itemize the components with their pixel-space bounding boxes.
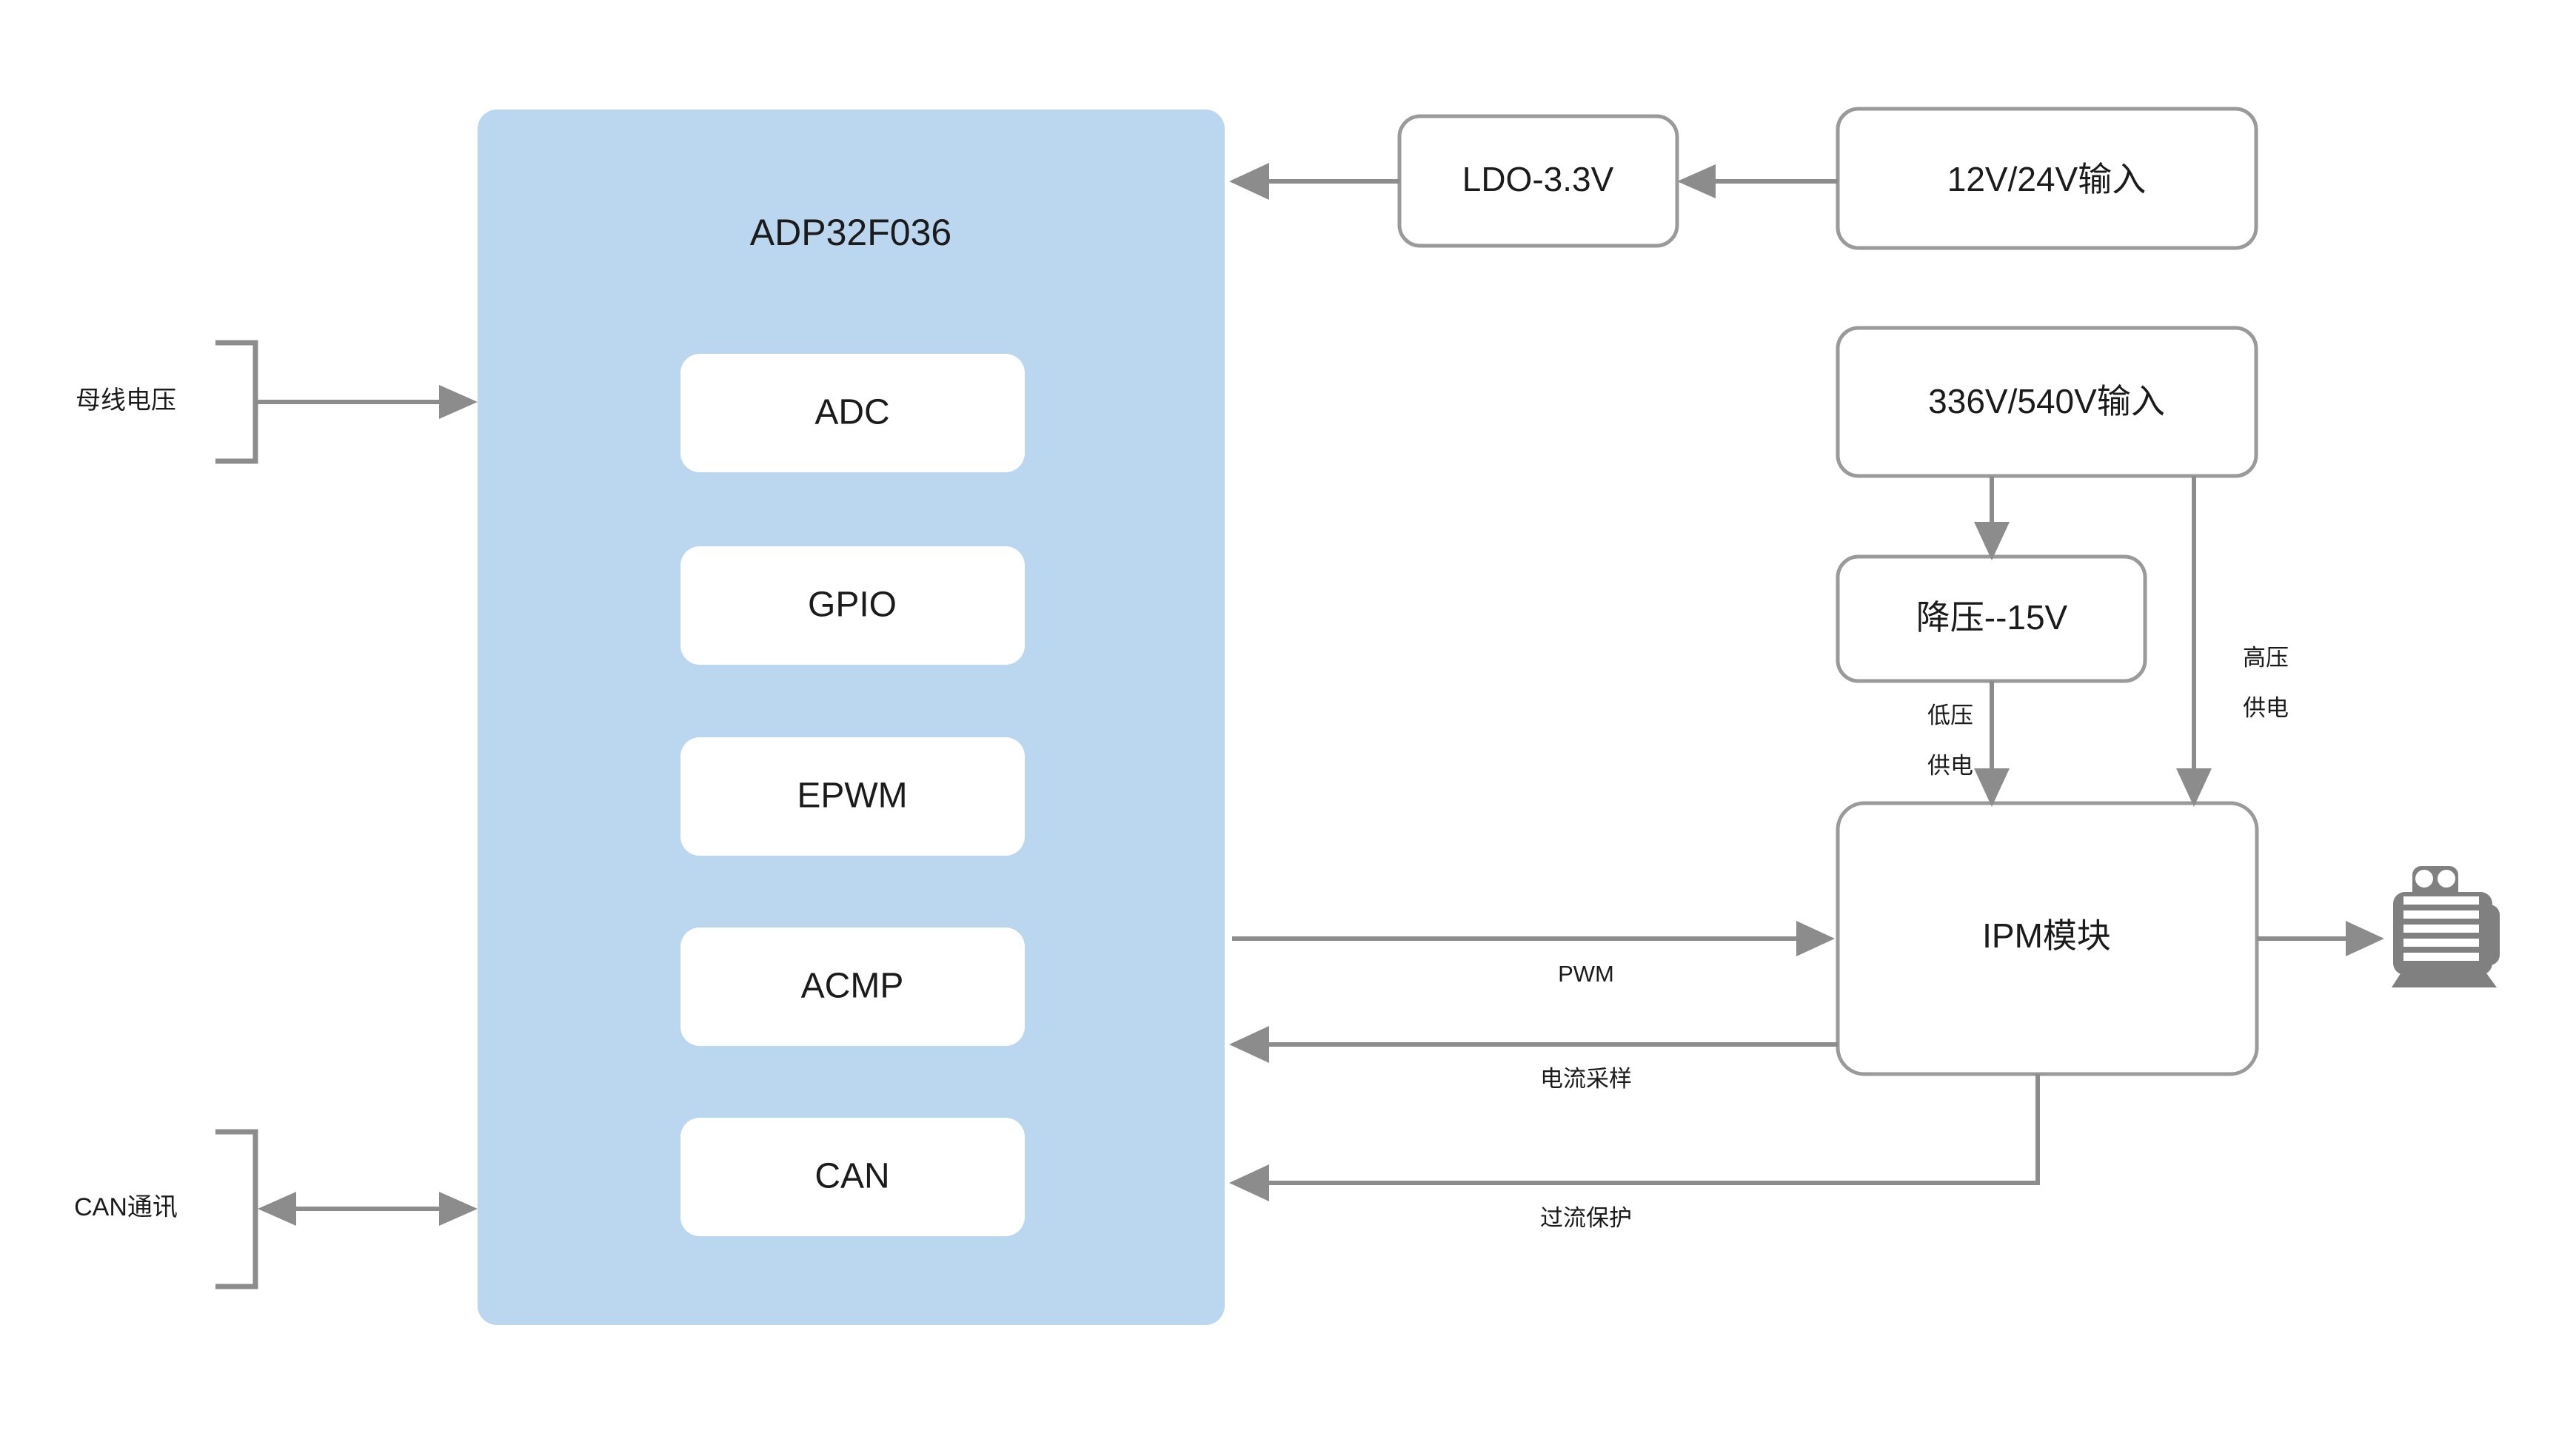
electric-motor-icon: [2392, 866, 2500, 987]
block-ldo[interactable]: LDO-3.3V: [1397, 114, 1679, 248]
edge-label-overcurrent: 过流保护: [1540, 1205, 1632, 1231]
block-hv-input[interactable]: 336V/540V输入: [1836, 326, 2258, 478]
edge-mcu-to-ipm-pwm: PWM: [1232, 921, 1835, 987]
edge-label-current-sample: 电流采样: [1540, 1066, 1632, 1092]
edge-label-high-voltage-supply-line1: 高压: [2243, 645, 2289, 671]
mcu-peripheral-acmp-label: ACMP: [801, 967, 904, 1006]
block-ipm-label: IPM模块: [1982, 916, 2111, 955]
edge-label-low-voltage-supply-line2: 供电: [1927, 753, 1973, 779]
mcu-peripheral-adc[interactable]: ADC: [680, 354, 1025, 472]
edge-hvinput-to-ipm: 高压 供电: [2176, 476, 2289, 807]
side-label-can-bus: CAN通讯: [74, 1193, 178, 1221]
mcu-peripheral-gpio-box[interactable]: [680, 546, 1025, 665]
mcu-panel-group[interactable]: ADP32F036 ADC GPIO EPWM ACMP: [478, 110, 1225, 1325]
edge-label-pwm: PWM: [1558, 961, 1614, 987]
mcu-peripheral-acmp[interactable]: ACMP: [680, 928, 1025, 1046]
edge-ipm-to-mcu-overcurrent: 过流保护: [1229, 1074, 2040, 1231]
arrowhead-left: [1677, 164, 1716, 198]
edge-ldo-to-mcu: [1229, 163, 1399, 200]
block-buck-label: 降压--15V: [1916, 598, 2068, 637]
block-hv-input-label: 336V/540V输入: [1928, 382, 2165, 420]
arrowhead-right: [439, 385, 478, 419]
arrowhead-left: [1229, 1164, 1269, 1201]
block-buck[interactable]: 降压--15V: [1836, 554, 2147, 683]
edge-label-low-voltage-supply-line1: 低压: [1927, 702, 1973, 728]
arrowhead-right: [2346, 921, 2384, 956]
block-hv-input-box[interactable]: [1836, 326, 2258, 478]
block-lv-input[interactable]: 12V/24V输入: [1836, 107, 2258, 250]
arrowhead-left: [258, 1192, 296, 1226]
edge-lvinput-to-ldo: [1677, 164, 1838, 198]
mcu-peripheral-can-label: CAN: [814, 1157, 889, 1196]
edge-hvinput-to-buck: [1974, 476, 2010, 560]
block-ipm[interactable]: IPM模块: [1836, 801, 2259, 1076]
block-lv-input-label: 12V/24V输入: [1947, 160, 2146, 198]
edge-buck-to-ipm: 低压 供电: [1927, 681, 2010, 807]
mcu-peripheral-adc-label: ADC: [814, 393, 889, 432]
edge-can-bus-io: CAN通讯: [74, 1129, 478, 1289]
block-lv-input-box[interactable]: [1836, 107, 2258, 250]
mcu-peripheral-adc-box[interactable]: [680, 354, 1025, 472]
block-ldo-label: LDO-3.3V: [1462, 160, 1614, 198]
edge-ipm-to-mcu-current: 电流采样: [1229, 1026, 1838, 1092]
edge-label-high-voltage-supply-line2: 供电: [2243, 695, 2289, 721]
mcu-peripheral-epwm[interactable]: EPWM: [680, 737, 1025, 856]
arrowhead-right: [1796, 921, 1835, 956]
arrowhead-right: [439, 1192, 478, 1226]
mcu-peripheral-gpio[interactable]: GPIO: [680, 546, 1025, 665]
side-label-bus-voltage: 母线电压: [76, 386, 176, 415]
mcu-peripheral-gpio-label: GPIO: [808, 586, 897, 625]
arrowhead-down: [1974, 522, 2010, 560]
mcu-peripheral-epwm-label: EPWM: [797, 776, 907, 816]
edge-ipm-to-motor: [2257, 921, 2384, 956]
mcu-panel[interactable]: [478, 110, 1225, 1325]
mcu-peripheral-acmp-box[interactable]: [680, 928, 1025, 1046]
arrowhead-left: [1229, 1026, 1269, 1063]
mcu-peripheral-can-box[interactable]: [680, 1118, 1025, 1236]
arrowhead-down: [1974, 768, 2010, 807]
arrowhead-down: [2176, 768, 2212, 807]
edge-bus-voltage-input: 母线电压: [76, 340, 478, 464]
mcu-title: ADP32F036: [750, 212, 951, 253]
mcu-peripheral-can[interactable]: CAN: [680, 1118, 1025, 1236]
arrowhead-left: [1229, 163, 1269, 200]
mcu-peripheral-epwm-box[interactable]: [680, 737, 1025, 856]
